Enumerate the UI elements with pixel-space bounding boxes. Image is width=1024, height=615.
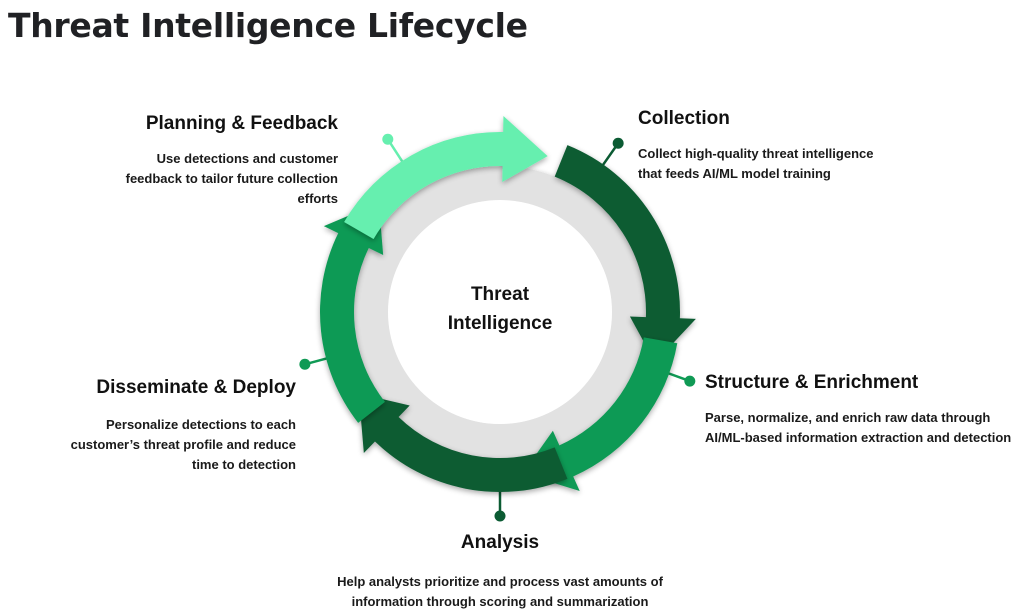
connector-dot-disseminate — [299, 358, 311, 370]
stage-description: Collect high-quality threat intelligence… — [638, 146, 874, 181]
arrow-segment-collection — [554, 145, 696, 363]
connector-dot-structure — [684, 375, 696, 387]
connector-dot-planning — [382, 133, 394, 145]
connector-dot-collection — [612, 137, 624, 149]
inner-disc — [388, 200, 612, 424]
arrow-segment-planning — [344, 116, 548, 239]
stage-description: Personalize detections to each customer’… — [70, 417, 296, 472]
center-label-line-2: Intelligence — [447, 313, 553, 334]
arrow-segment-disseminate — [320, 202, 385, 423]
stage-title: Analysis — [460, 532, 540, 553]
stage-title: Planning & Feedback — [145, 113, 338, 134]
stage-analysis: Analysis Help analysts prioritize and pr… — [300, 532, 700, 612]
stage-disseminate-deploy: Disseminate & Deploy Personalize detecti… — [20, 377, 296, 475]
stage-description: Parse, normalize, and enrich raw data th… — [705, 410, 1012, 445]
connector-dot-analysis — [494, 510, 506, 522]
arrow-segment-structure — [522, 337, 678, 492]
stage-title: Disseminate & Deploy — [96, 377, 296, 398]
stage-description: Use detections and customer feedback to … — [125, 151, 338, 206]
stage-planning-feedback: Planning & Feedback Use detections and c… — [60, 113, 338, 209]
stage-title: Collection — [638, 108, 730, 129]
stage-structure-enrichment: Structure & Enrichment Parse, normalize,… — [705, 372, 1024, 448]
grey-ring — [354, 166, 646, 458]
stage-description: Help analysts prioritize and process vas… — [337, 574, 663, 609]
arrow-segment-analysis — [358, 393, 568, 493]
center-label: Threat Intelligence — [420, 280, 580, 338]
stage-collection: Collection Collect high-quality threat i… — [638, 108, 938, 184]
stage-title: Structure & Enrichment — [705, 372, 919, 393]
page-title: Threat Intelligence Lifecycle — [8, 6, 528, 45]
center-label-line-1: Threat — [470, 284, 530, 305]
